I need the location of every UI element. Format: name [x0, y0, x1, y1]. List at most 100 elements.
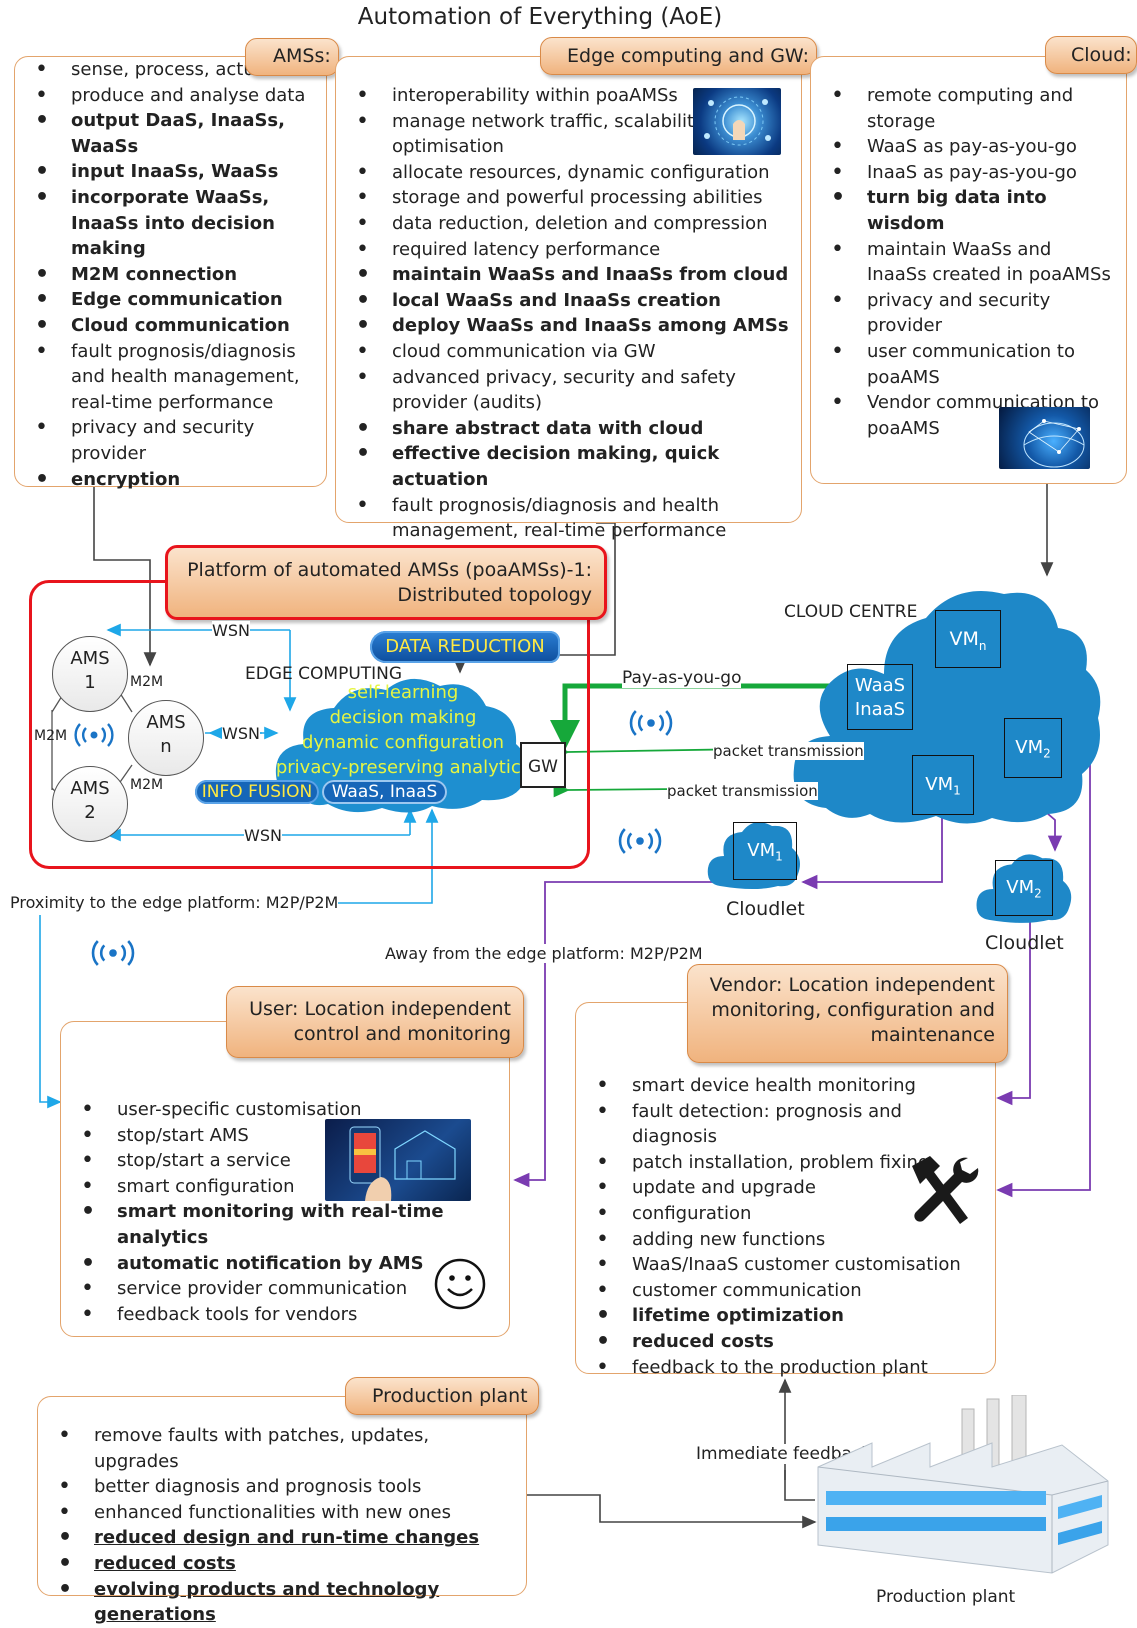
list-item: service provider communication: [61, 1276, 501, 1302]
cloud-centre-label: CLOUD CENTRE: [784, 602, 918, 622]
user-tab-line2: control and monitoring: [293, 1023, 511, 1045]
wifi-icon: [618, 828, 662, 854]
edge-function-line: decision making: [329, 707, 477, 728]
ams-2-node[interactable]: AMS 2: [52, 766, 128, 842]
amss-tab: AMSs:: [245, 38, 339, 76]
list-item: smart device health monitoring: [576, 1073, 986, 1099]
list-item: maintain WaaSs and InaaSs created in poa…: [811, 237, 1116, 288]
list-item: storage and powerful processing abilitie…: [336, 185, 791, 211]
list-item: interoperability within poaAMSs: [336, 83, 791, 109]
away-label: Away from the edge platform: M2P/P2M: [385, 944, 703, 963]
list-item: update and upgrade: [576, 1175, 986, 1201]
edge-tab: Edge computing and GW:: [540, 37, 817, 75]
pay-as-you-go-line: [550, 683, 847, 750]
list-item: required latency performance: [336, 237, 791, 263]
cloudlet-2-vm-sub: 2: [1034, 886, 1042, 901]
list-item: privacy and security provider: [15, 415, 315, 466]
list-item: deploy WaaSs and InaaSs among AMSs: [336, 313, 791, 339]
list-item: user communication to poaAMS: [811, 339, 1116, 390]
vm-2-sub: 2: [1043, 746, 1051, 761]
list-item: manage network traffic, scalability, opt…: [336, 109, 791, 160]
platform-title: Platform of automated AMSs (poaAMSs)-1: …: [165, 545, 607, 620]
immediate-feedback-label: Immediate feedback: [696, 1444, 872, 1464]
cloudlet-1-vm-sub: 1: [775, 849, 783, 864]
list-item: feedback tools for vendors: [61, 1302, 501, 1328]
waas-inaas-pill[interactable]: WaaS, InaaS: [322, 780, 447, 804]
cloudlet-1-label: Cloudlet: [726, 898, 805, 920]
list-item: remote computing and storage: [811, 83, 1116, 134]
proximity-label: Proximity to the edge platform: M2P/P2M: [10, 893, 339, 912]
list-item: Edge communication: [15, 287, 315, 313]
smiley-icon: [434, 1258, 486, 1310]
vm-2-box[interactable]: VM2: [1004, 718, 1062, 778]
vm-1-box[interactable]: VM1: [912, 755, 974, 815]
cloud-centre-shape: [793, 591, 1101, 824]
vm-n-sub: n: [978, 638, 987, 653]
gateway-box[interactable]: GW: [520, 742, 566, 788]
cloudlet-2-vm-label: VM: [1006, 877, 1035, 898]
list-item: share abstract data with cloud: [336, 416, 791, 442]
list-item: WaaS as pay-as-you-go: [811, 134, 1116, 160]
ams-2-label: AMS: [70, 778, 110, 799]
list-item: maintain WaaSs and InaaSs from cloud: [336, 262, 791, 288]
production-panel: remove faults with patches, updates, upg…: [37, 1396, 527, 1625]
ams-n-label: AMS: [146, 712, 186, 733]
list-item: advanced privacy, security and safety pr…: [336, 365, 791, 416]
production-tab: Production plant: [345, 1377, 539, 1415]
production-list: remove faults with patches, updates, upg…: [38, 1423, 518, 1628]
factory-icon: [817, 1395, 1109, 1574]
vendor-tab-line1: Vendor: Location independent: [709, 974, 995, 996]
cloudlet-1-vm[interactable]: VM1: [733, 822, 797, 880]
production-to-factory: [525, 1494, 817, 1529]
wsn-label-bottom: WSN: [244, 826, 282, 845]
list-item: encryption: [15, 467, 315, 493]
wifi-icon: [74, 723, 114, 747]
list-item: fault prognosis/diagnosis and health man…: [15, 339, 315, 416]
list-item: fault detection: prognosis and diagnosis: [576, 1099, 986, 1150]
list-item: adding new functions: [576, 1227, 986, 1253]
list-item: incorporate WaaSs, InaaSs into decision …: [15, 185, 315, 262]
info-fusion-pill[interactable]: INFO FUSION: [195, 780, 319, 804]
vendor-tab: Vendor: Location independent monitoring,…: [687, 964, 1008, 1063]
platform-title-line2: Distributed topology: [397, 584, 592, 606]
cloudlet-2-vm[interactable]: VM2: [995, 860, 1053, 916]
edge-functions: self-learning decision making dynamic conf…: [272, 680, 534, 780]
diagram-title: Automation of Everything (AoE): [357, 4, 723, 30]
platform-title-line1: Platform of automated AMSs (poaAMSs)-1:: [187, 559, 592, 581]
list-item: stop/start a service: [61, 1148, 501, 1174]
factory-label: Production plant: [876, 1587, 1016, 1607]
edge-cloud-shape: [275, 678, 527, 813]
wifi-icon: [91, 940, 135, 966]
m2m-label-top: M2M: [130, 674, 164, 690]
list-item: reduced costs: [38, 1551, 518, 1577]
brain-tech-icon: [693, 88, 781, 155]
feedback-branch: [784, 1470, 815, 1501]
vm-n-label: VM: [949, 628, 979, 650]
vm-n-box[interactable]: VMn: [935, 610, 1001, 668]
ams-1-index: 1: [84, 672, 96, 693]
edge-list: interoperability within poaAMSsmanage ne…: [336, 83, 791, 544]
smart-home-phone-icon: [325, 1119, 471, 1201]
packet-transmission-label-2: packet transmission: [667, 782, 818, 800]
list-item: allocate resources, dynamic configuratio…: [336, 160, 791, 186]
connector-amss-to-ams: [93, 487, 157, 667]
list-item: WaaS/InaaS customer customisation: [576, 1252, 986, 1278]
edge-function-line: dynamic configuration: [301, 732, 505, 753]
ams-2-index: 2: [84, 802, 96, 823]
list-item: feedback to the production plant: [576, 1355, 986, 1381]
cloudlet-2-label: Cloudlet: [985, 932, 1064, 954]
proximity-to-user: [39, 915, 62, 1109]
edge-function-line: self-learning: [347, 682, 459, 703]
user-tab: User: Location independent control and m…: [226, 986, 524, 1058]
proximity-line: [330, 808, 439, 904]
pay-as-you-go-label: Pay-as-you-go: [622, 668, 742, 688]
list-item: lifetime optimization: [576, 1303, 986, 1329]
list-item: customer communication: [576, 1278, 986, 1304]
amss-list: sense, process, actuateproduce and analy…: [15, 57, 315, 492]
cloud-list: remote computing and storageWaaS as pay-…: [811, 83, 1116, 441]
data-reduction-pill[interactable]: DATA REDUCTION: [370, 631, 560, 663]
vm-2-label: VM: [1015, 737, 1044, 758]
